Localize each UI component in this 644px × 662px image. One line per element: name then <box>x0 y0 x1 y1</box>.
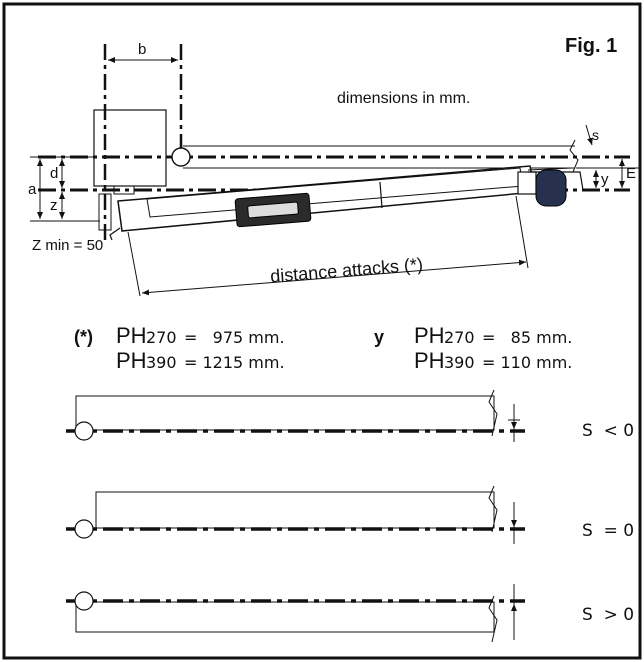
star-row-2-value: = 1215 mm. <box>184 353 285 372</box>
dim-d-label: d <box>50 165 58 182</box>
value-table: (*) PH 270 = 975 mm. PH 390 = 1215 mm. y… <box>74 323 572 373</box>
star-marker: (*) <box>74 327 93 347</box>
dim-z-label: z <box>50 197 58 214</box>
case-s-zero-label: S = 0 <box>582 521 634 541</box>
y-row-2-value: = 110 mm. <box>482 353 572 372</box>
star-row-1-model: PH <box>116 323 147 348</box>
front-bracket <box>517 167 584 207</box>
star-row-2-model: PH <box>116 348 147 373</box>
y-row-1-code: 270 <box>444 328 475 347</box>
star-row-1-code: 270 <box>146 328 177 347</box>
dim-a-label: a <box>28 181 37 198</box>
case-s-positive-label: S > 0 <box>582 605 634 625</box>
star-row-1-value: = 975 mm. <box>184 328 285 347</box>
actuator-body <box>109 165 536 241</box>
y-row-2-code: 390 <box>444 353 475 372</box>
y-row-1-value: = 85 mm. <box>482 328 572 347</box>
case-s-zero <box>66 485 525 544</box>
y-row-1-model: PH <box>414 323 445 348</box>
distance-label: distance attacks (*) <box>269 254 423 286</box>
dim-e-label: E <box>626 165 636 182</box>
case-s-negative <box>66 389 525 442</box>
star-row-2-code: 390 <box>146 353 177 372</box>
dim-s-label: s <box>592 127 599 143</box>
actuator-end-cap <box>535 169 567 207</box>
case-s-negative-label: S < 0 <box>582 421 634 441</box>
dim-b-label: b <box>138 41 146 58</box>
dim-y-label: y <box>601 171 609 188</box>
y-row-2-model: PH <box>414 348 445 373</box>
gate-hinge-circle <box>171 147 191 167</box>
case-s-positive <box>66 584 525 643</box>
units-note: dimensions in mm. <box>337 90 470 107</box>
figure-label: Fig. 1 <box>565 35 617 57</box>
zmin-label: Z min = 50 <box>32 237 103 254</box>
y-marker: y <box>374 327 384 347</box>
distance-dimension-line <box>141 259 527 296</box>
mounting-drawing <box>30 44 640 297</box>
